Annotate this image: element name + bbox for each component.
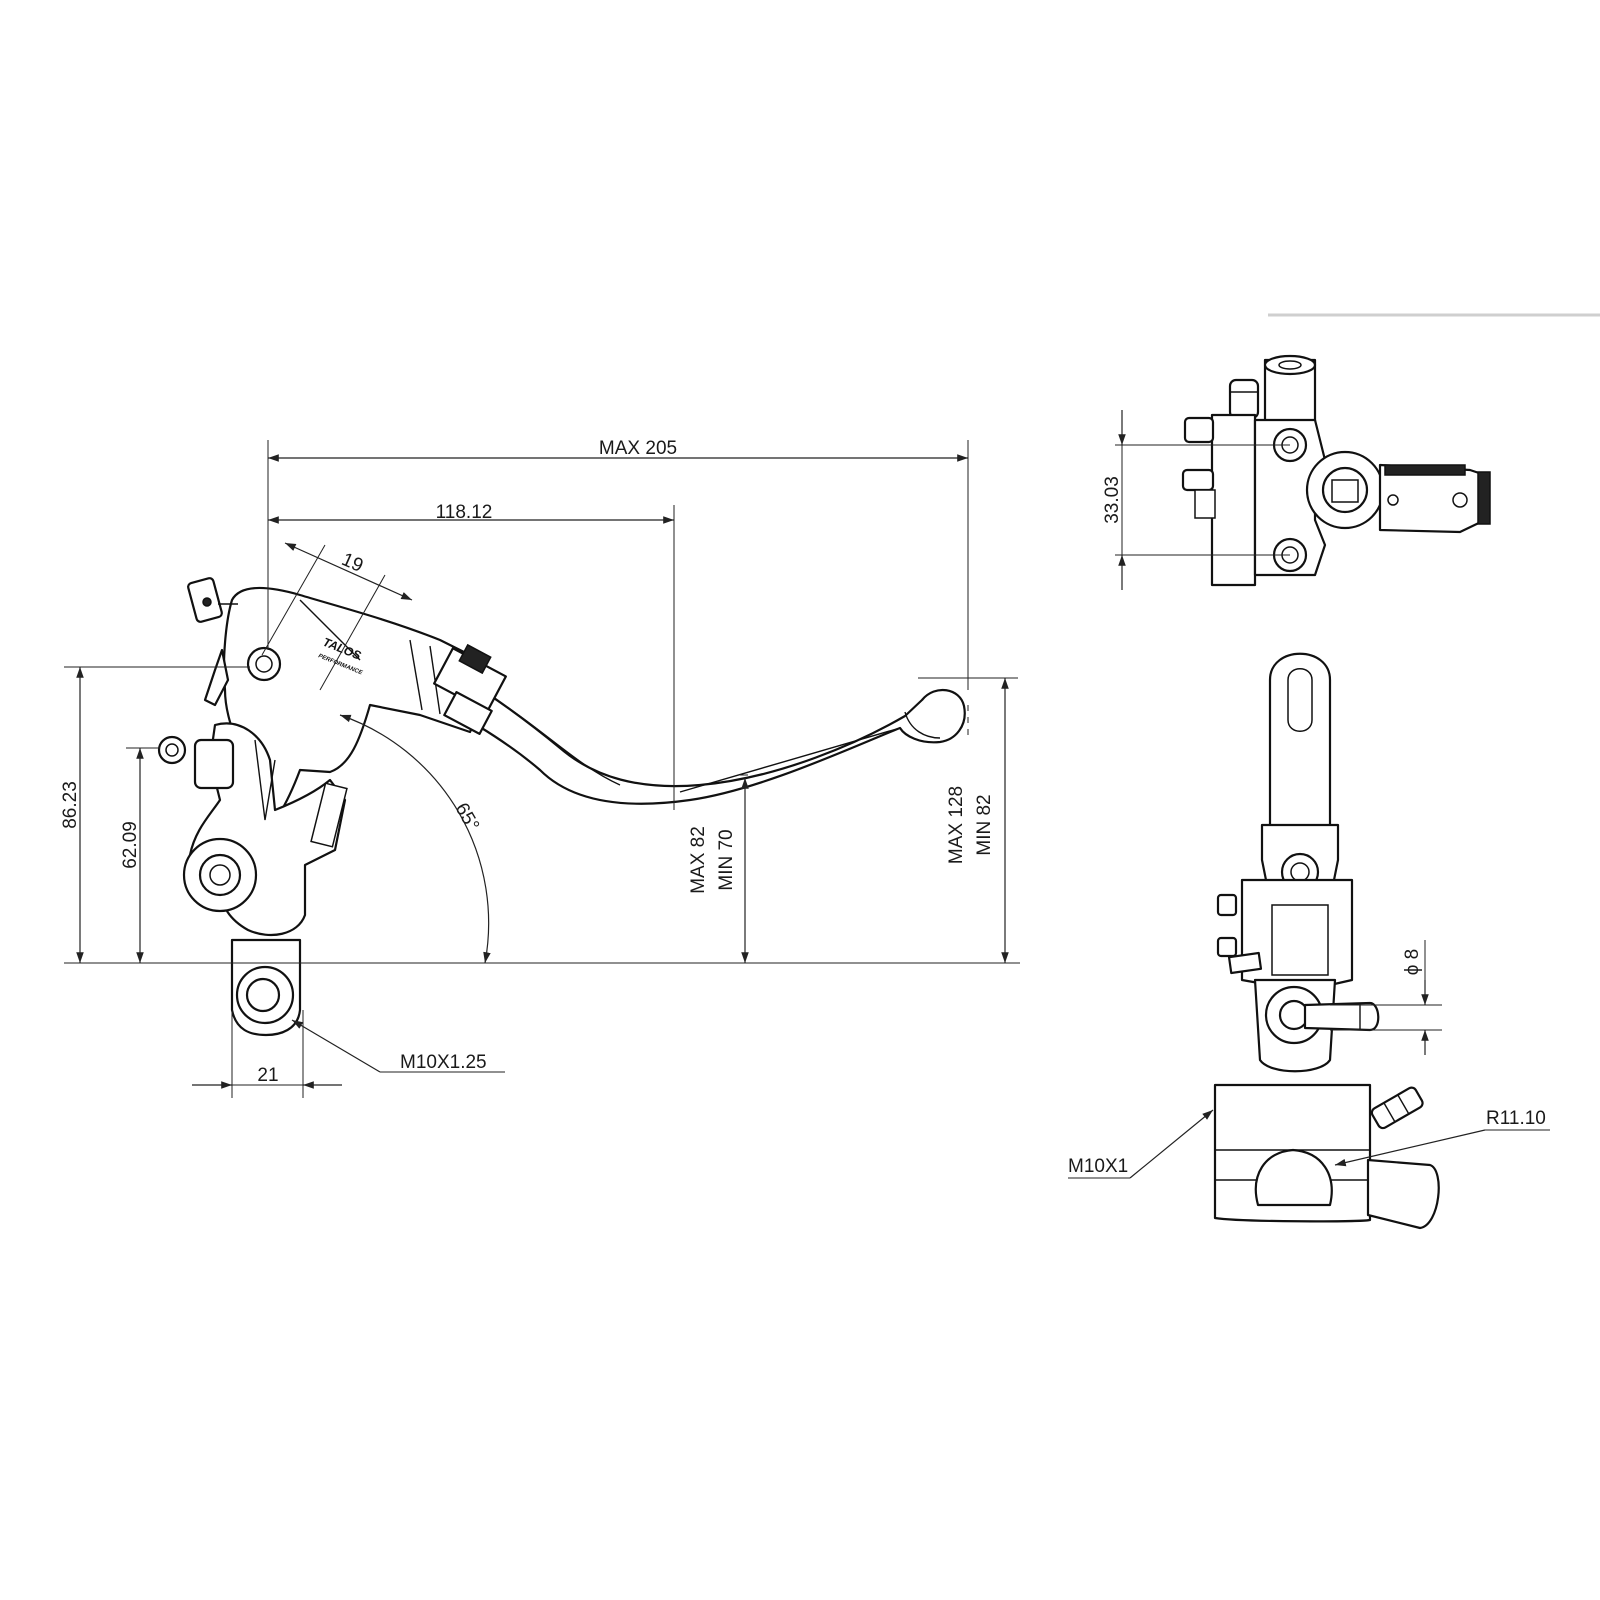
dim-m10x1-25: M10X1.25 [400, 1052, 487, 1073]
dim-19: 19 [338, 549, 366, 577]
dim-phi-8: ϕ 8 [1402, 949, 1423, 976]
top-view: 33.03 [1102, 354, 1491, 590]
side-view: TALOS PERFORMANCE MAX 205 118.12 19 86.2… [60, 438, 1020, 1098]
dim-33-03: 33.03 [1102, 476, 1123, 524]
dim-max-128: MAX 128 [946, 786, 967, 864]
dim-max-205: MAX 205 [599, 438, 677, 459]
dim-62-09: 62.09 [120, 821, 141, 869]
dim-min-82: MIN 82 [974, 794, 995, 855]
dim-21: 21 [257, 1065, 278, 1086]
dim-118-12: 118.12 [436, 502, 493, 523]
dim-r11-10: R11.10 [1486, 1108, 1546, 1129]
dim-65-deg: 65° [450, 800, 483, 835]
lever-blade [408, 648, 966, 805]
front-view: ϕ 8 M10X1 R11.10 [1068, 652, 1550, 1230]
dim-m10x1: M10X1 [1068, 1156, 1128, 1177]
dim-min-70: MIN 70 [716, 829, 737, 890]
dim-max-82-a: MAX 82 [688, 826, 709, 894]
dim-86-23: 86.23 [60, 781, 81, 829]
reservoir-port [193, 738, 235, 790]
adjuster-knob [187, 577, 238, 623]
